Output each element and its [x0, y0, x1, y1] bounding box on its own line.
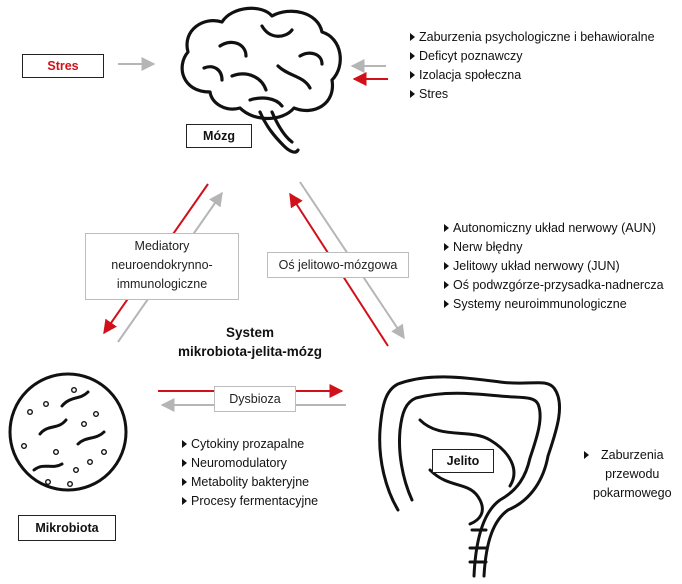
list-item: Zaburzenia psychologiczne i behawioralne	[410, 28, 655, 47]
dysbiosis-box: Dysbioza	[214, 386, 296, 412]
brain-icon	[180, 6, 342, 154]
axis-pathways-list: Autonomiczny układ nerwowy (AUN) Nerw bł…	[444, 219, 664, 314]
gut-effects-line-3: pokarmowego	[593, 486, 672, 500]
list-item: Deficyt poznawczy	[410, 47, 655, 66]
gut-effects-line-2: przewodu	[605, 467, 660, 481]
brain-box: Mózg	[186, 124, 252, 148]
list-item: Stres	[410, 85, 655, 104]
mediators-line-1: Mediatory	[134, 239, 190, 253]
microbiota-label: Mikrobiota	[35, 521, 99, 535]
gut-effects-line-1: Zaburzenia	[600, 448, 664, 462]
mediators-line-2: neuroendokrynno-	[111, 258, 213, 272]
list-item: Metabolity bakteryjne	[182, 473, 318, 492]
list-item: Nerw błędny	[444, 238, 664, 257]
gut-effects-list: Zaburzenia przewodu pokarmowego	[584, 446, 672, 503]
system-title: System mikrobiota-jelita-mózg	[160, 323, 340, 361]
dysbiosis-label: Dysbioza	[229, 392, 281, 406]
stres-label: Stres	[47, 59, 79, 73]
mediators-line-3: immunologiczne	[116, 277, 208, 291]
gut-brain-axis-label: Oś jelitowo-mózgowa	[278, 258, 398, 272]
gut-label: Jelito	[446, 454, 480, 468]
stres-box: Stres	[22, 54, 104, 78]
brain-label: Mózg	[203, 129, 235, 143]
system-title-line-2: mikrobiota-jelita-mózg	[177, 344, 322, 359]
microbiota-factors-list: Cytokiny prozapalne Neuromodulatory Meta…	[182, 435, 318, 511]
microbiota-box: Mikrobiota	[18, 515, 116, 541]
gut-box: Jelito	[432, 449, 494, 473]
intestine-icon	[378, 375, 562, 578]
mediators-box: Mediatory neuroendokrynno- immunologiczn…	[85, 233, 239, 300]
list-item: Cytokiny prozapalne	[182, 435, 318, 454]
list-item: Procesy fermentacyjne	[182, 492, 318, 511]
list-item: Oś podwzgórze-przysadka-nadnercza	[444, 276, 664, 295]
microbiota-icon	[8, 372, 128, 492]
system-title-line-1: System	[225, 325, 275, 340]
gut-brain-axis-box: Oś jelitowo-mózgowa	[267, 252, 409, 278]
list-item: Neuromodulatory	[182, 454, 318, 473]
list-item: Izolacja społeczna	[410, 66, 655, 85]
brain-effects-list: Zaburzenia psychologiczne i behawioralne…	[410, 28, 655, 104]
list-item: Jelitowy układ nerwowy (JUN)	[444, 257, 664, 276]
list-item: Autonomiczny układ nerwowy (AUN)	[444, 219, 664, 238]
list-item: Systemy neuroimmunologiczne	[444, 295, 664, 314]
